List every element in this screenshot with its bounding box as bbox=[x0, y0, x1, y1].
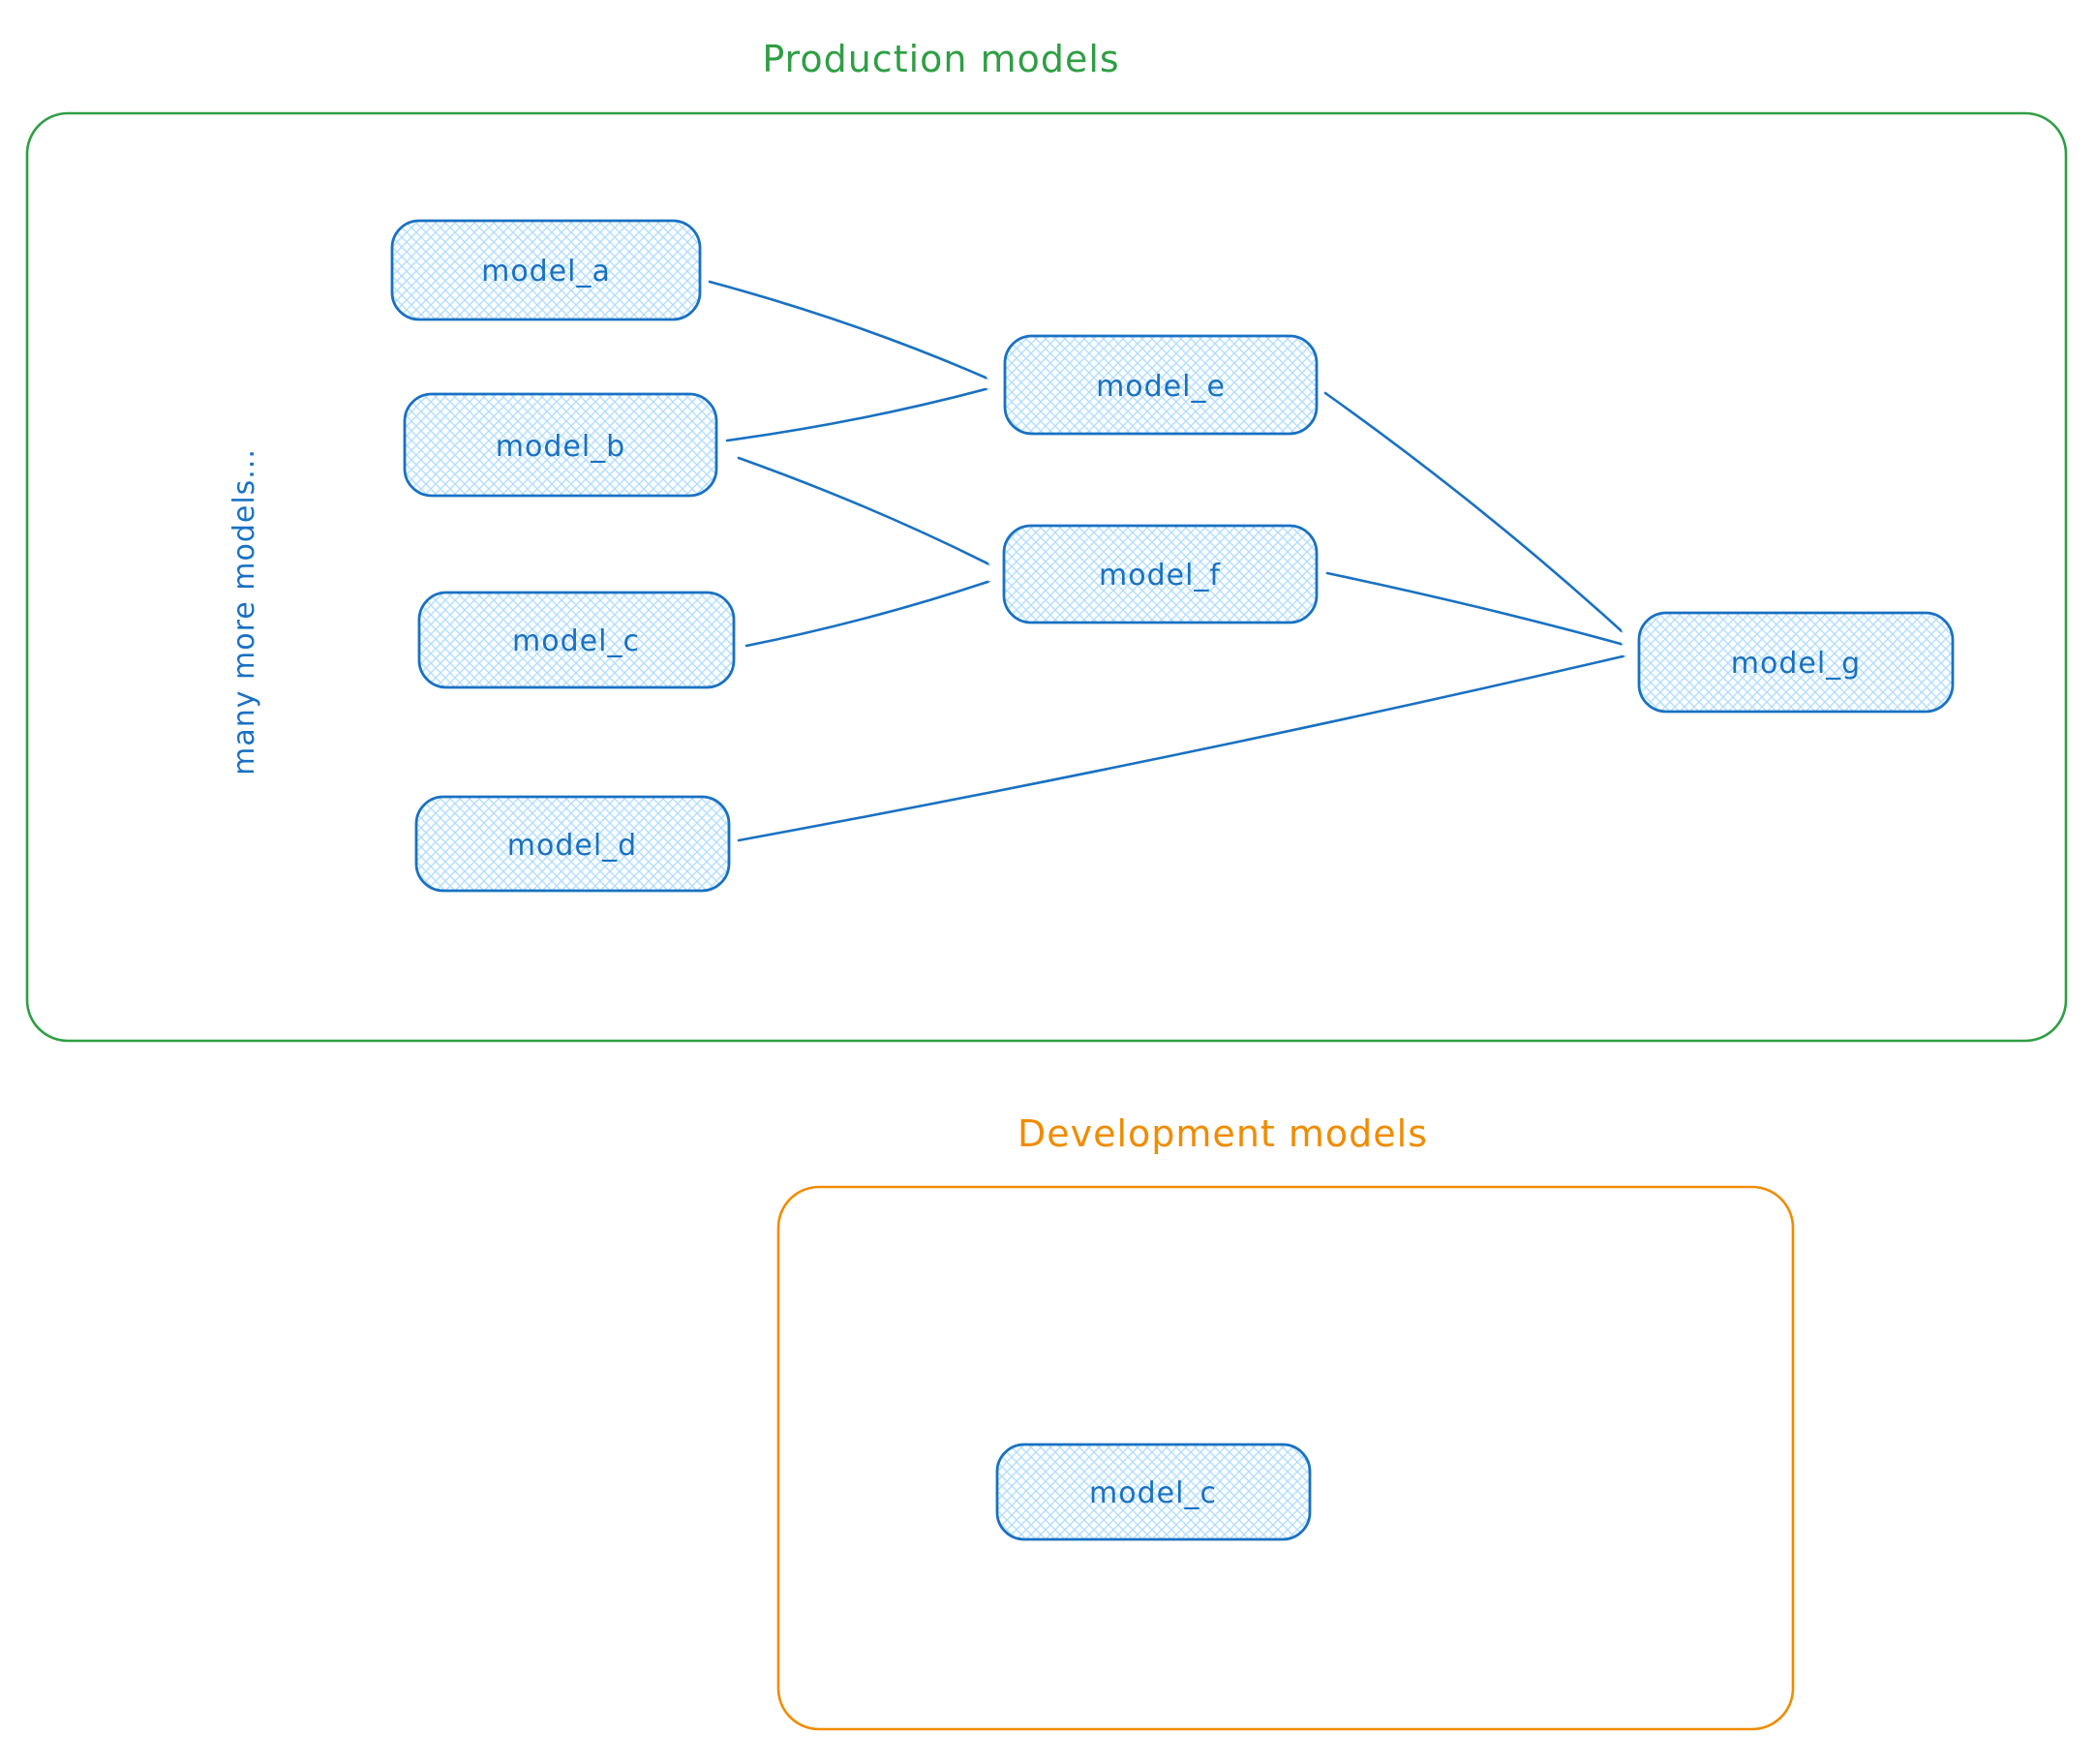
node-dev-model_c-hatch bbox=[995, 1443, 1312, 1541]
node-model_g: model_g bbox=[1637, 611, 1955, 714]
node-model_c: model_c bbox=[417, 591, 736, 689]
node-model_f-hatch bbox=[1002, 524, 1319, 624]
edge-model_a-model_e bbox=[708, 280, 986, 378]
node-model_b-label: model_b bbox=[496, 430, 625, 464]
node-model_b-hatch bbox=[403, 392, 718, 498]
edge-model_d-model_g bbox=[737, 656, 1623, 842]
edge-model_b-model_f bbox=[737, 456, 987, 563]
node-model_c-hatch bbox=[417, 591, 736, 689]
development-container bbox=[776, 1185, 1795, 1731]
production-title: Production models bbox=[762, 38, 1119, 80]
node-model_d-label: model_d bbox=[507, 829, 637, 863]
node-model_a: model_a bbox=[390, 219, 702, 321]
production-container bbox=[25, 111, 2068, 1043]
node-model_d: model_d bbox=[414, 795, 731, 893]
production-group: Production models many more models... mo… bbox=[25, 38, 2068, 1043]
edge-layer bbox=[708, 280, 1623, 842]
edge-model_e-model_g bbox=[1323, 391, 1621, 630]
edge-model_f-model_g bbox=[1325, 571, 1621, 644]
edge-model_c-model_f bbox=[744, 582, 987, 648]
development-group: Development models model_c bbox=[776, 1112, 1795, 1731]
node-dev-model_c: model_c bbox=[995, 1443, 1312, 1541]
node-model_e-label: model_e bbox=[1096, 370, 1226, 404]
node-model_g-hatch bbox=[1637, 611, 1955, 714]
node-model_f-label: model_f bbox=[1099, 559, 1221, 593]
edge-model_b-model_e bbox=[725, 389, 986, 442]
many-more-models-note: many more models... bbox=[228, 448, 261, 776]
node-model_e: model_e bbox=[1003, 334, 1319, 436]
node-model_e-hatch bbox=[1003, 334, 1319, 436]
node-model_c-label: model_c bbox=[512, 624, 640, 658]
node-dev-model_c-label: model_c bbox=[1089, 1476, 1217, 1510]
node-model_d-hatch bbox=[414, 795, 731, 893]
development-title: Development models bbox=[1017, 1112, 1428, 1155]
node-model_f: model_f bbox=[1002, 524, 1319, 624]
node-model_a-hatch bbox=[390, 219, 702, 321]
node-model_g-label: model_g bbox=[1731, 647, 1861, 681]
node-model_a-label: model_a bbox=[481, 255, 611, 289]
node-model_b: model_b bbox=[403, 392, 718, 498]
